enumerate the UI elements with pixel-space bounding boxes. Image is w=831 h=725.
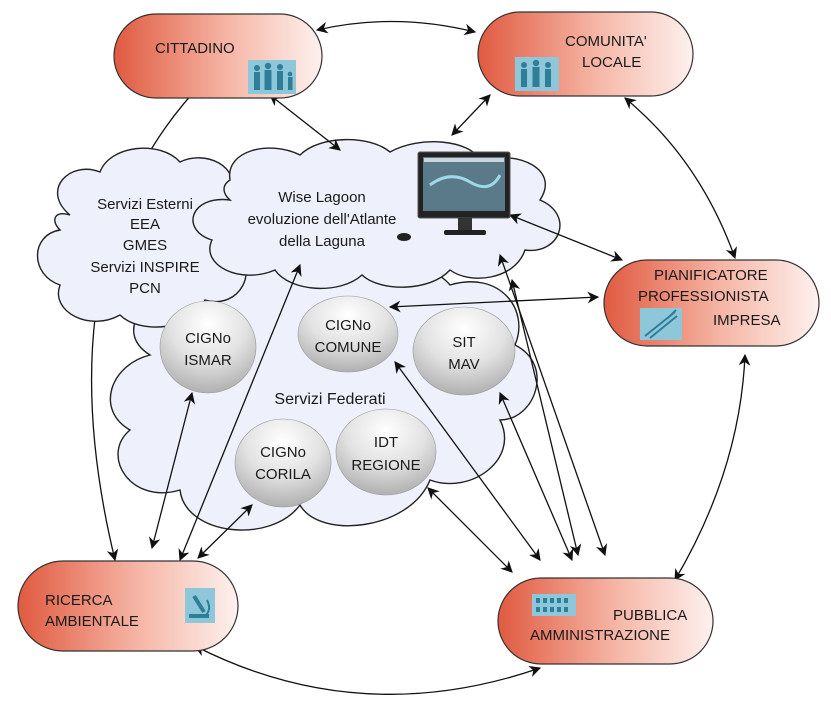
building-icon bbox=[532, 594, 576, 616]
node-comunita-label-2: LOCALE bbox=[582, 54, 641, 71]
sphere-cigno-ismar-line-2: ISMAR bbox=[184, 352, 232, 369]
arrow-comunita-wise bbox=[451, 94, 491, 136]
sphere-sit-mav-line-2: MAV bbox=[448, 356, 479, 373]
node-pubblica: PUBBLICA AMMINISTRAZIONE bbox=[497, 577, 714, 665]
node-ricerca: RICERCA AMBIENTALE bbox=[17, 560, 239, 652]
servizi-federati-label: Servizi Federati bbox=[274, 391, 385, 408]
sphere-cigno-corila-line-2: CORILA bbox=[255, 466, 311, 483]
arrow-ricerca-pubblica bbox=[193, 645, 542, 695]
node-pubblica-label-1: PUBBLICA bbox=[613, 607, 687, 624]
node-comunita: COMUNITA' LOCALE bbox=[477, 11, 694, 97]
servizi-esterni-line-1: Servizi Esterni bbox=[97, 196, 193, 213]
sphere-idt-regione-line-2: REGIONE bbox=[351, 457, 420, 474]
arrow-wise-pubblica-2 bbox=[508, 278, 582, 557]
arrow-comunita-pianificatore bbox=[624, 97, 737, 260]
microscope-icon bbox=[185, 588, 215, 623]
inner-connections bbox=[148, 94, 624, 573]
servizi-esterni-line-3: GMES bbox=[123, 237, 167, 254]
sphere-idt-regione-line-1: IDT bbox=[374, 434, 398, 451]
arrow-wise-pianificatore bbox=[508, 213, 624, 262]
wise-lagoon-text: Wise Lagoon evoluzione dell'Atlante dell… bbox=[248, 189, 397, 250]
sphere-cigno-comune-line-2: COMUNE bbox=[315, 339, 382, 356]
sphere-cigno-corila-line-1: CIGNo bbox=[260, 444, 306, 461]
arrow-regione-pubblica bbox=[427, 487, 513, 573]
sphere-sit-mav-line-1: SIT bbox=[452, 334, 475, 351]
node-ricerca-label-1: RICERCA bbox=[45, 592, 113, 609]
servizi-esterni-line-4: Servizi INSPIRE bbox=[90, 259, 199, 276]
node-cittadino: CITTADINO bbox=[113, 13, 323, 99]
sphere-cigno-comune: CIGNo COMUNE bbox=[297, 295, 399, 373]
node-ricerca-label-2: AMBIENTALE bbox=[45, 613, 139, 630]
sphere-sit-mav: SIT MAV bbox=[412, 306, 516, 396]
monitor-icon bbox=[397, 151, 511, 241]
sphere-idt-regione: IDT REGIONE bbox=[335, 408, 437, 496]
wise-lagoon-line-3: della Laguna bbox=[279, 233, 366, 250]
node-pianificatore: PIANIFICATORE PROFESSIONISTA IMPRESA bbox=[603, 259, 820, 347]
arrow-pianificatore-pubblica bbox=[674, 353, 751, 582]
servizi-esterni-text: Servizi Esterni EEA GMES Servizi INSPIRE… bbox=[90, 196, 199, 297]
community-icon bbox=[515, 57, 559, 91]
node-pianificatore-label-1: PIANIFICATORE bbox=[654, 267, 768, 284]
sphere-cigno-ismar-line-1: CIGNo bbox=[185, 330, 231, 347]
arrow-mav-pubblica bbox=[498, 391, 574, 562]
arrow-ismar-ricerca bbox=[148, 391, 196, 550]
sphere-cigno-ismar: CIGNo ISMAR bbox=[159, 300, 257, 394]
arrow-cittadino-wise bbox=[269, 94, 341, 151]
arrow-cittadino-comunita bbox=[315, 20, 477, 36]
node-pianificatore-label-3: IMPRESA bbox=[713, 312, 781, 329]
wise-lagoon-line-1: Wise Lagoon bbox=[278, 189, 366, 206]
arrow-corila-ricerca bbox=[197, 504, 253, 559]
servizi-esterni-line-2: EEA bbox=[130, 216, 160, 233]
sphere-cigno-comune-line-1: CIGNo bbox=[325, 317, 371, 334]
node-cittadino-label: CITTADINO bbox=[155, 40, 235, 57]
family-icon bbox=[248, 60, 296, 94]
node-pianificatore-label-2: PROFESSIONISTA bbox=[638, 288, 769, 305]
compass-icon bbox=[640, 308, 682, 340]
node-comunita-label-1: COMUNITA' bbox=[565, 33, 647, 50]
sphere-cigno-corila: CIGNo CORILA bbox=[234, 418, 332, 508]
servizi-esterni-line-5: PCN bbox=[129, 280, 161, 297]
node-pubblica-label-2: AMMINISTRAZIONE bbox=[530, 627, 670, 644]
wise-lagoon-line-2: evoluzione dell'Atlante bbox=[248, 211, 397, 228]
